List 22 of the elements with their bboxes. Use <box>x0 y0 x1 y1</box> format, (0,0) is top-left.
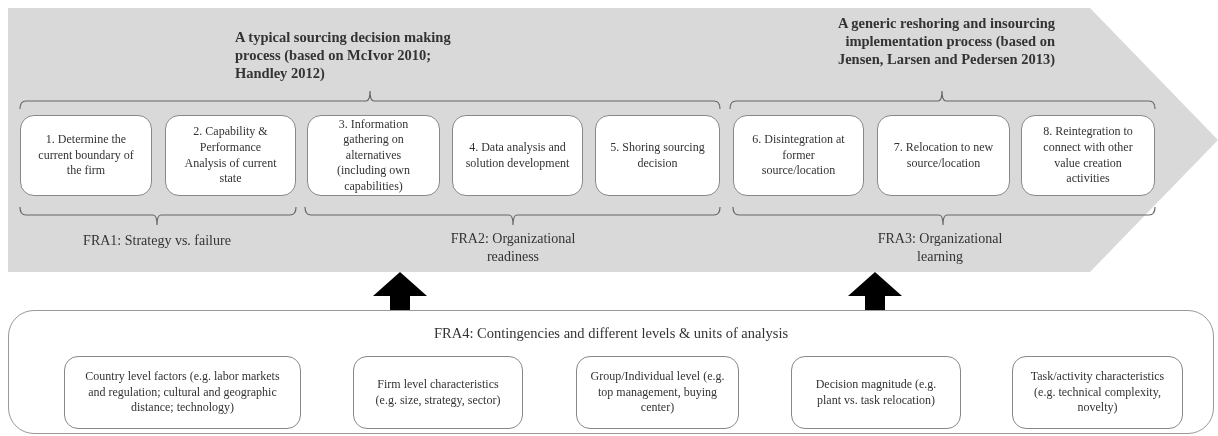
block-arrow <box>373 272 427 310</box>
process-step-box: 1. Determine the current boundary of the firm <box>20 115 152 196</box>
factor-label: FRA1: Strategy vs. failure <box>82 232 232 250</box>
process-step-box: 6. Disintegration at former source/location <box>733 115 864 196</box>
process-step-box: 4. Data analysis and solution development <box>452 115 583 196</box>
process-step-box: 8. Reintegration to connect with other value creation activities <box>1021 115 1155 196</box>
process-step-box: 2. Capability & Performance Analysis of current state <box>165 115 296 196</box>
section-heading: A generic reshoring and insourcing implementation process (based on Jensen, Larsen and Pedersen 2013) <box>836 14 1055 69</box>
factor-box: Task/activity characteristics (e.g. technical complexity, novelty) <box>1012 356 1183 429</box>
context-panel <box>8 310 1214 434</box>
process-step-box: 5. Shoring sourcing decision <box>595 115 720 196</box>
factor-box: Group/Individual level (e.g. top management, buying center) <box>576 356 739 429</box>
factor-box: Country level factors (e.g. labor markets and regulation; cultural and geographic distance; technology) <box>64 356 301 429</box>
panel-title: FRA4: Contingencies and different levels & units of analysis <box>432 325 790 342</box>
process-step-box: 3. Information gathering on alternatives (including own capabilities) <box>307 115 440 196</box>
section-heading: A typical sourcing decision making process (based on McIvor 2010; Handley 2012) <box>235 28 452 83</box>
factor-label: FRA3: Organizational learning <box>876 230 1004 265</box>
factor-box: Firm level characteristics (e.g. size, strategy, sector) <box>353 356 523 429</box>
block-arrow <box>848 272 902 310</box>
factor-label: FRA2: Organizational readiness <box>449 230 577 265</box>
process-step-box: 7. Relocation to new source/location <box>877 115 1010 196</box>
factor-box: Decision magnitude (e.g. plant vs. task relocation) <box>791 356 961 429</box>
